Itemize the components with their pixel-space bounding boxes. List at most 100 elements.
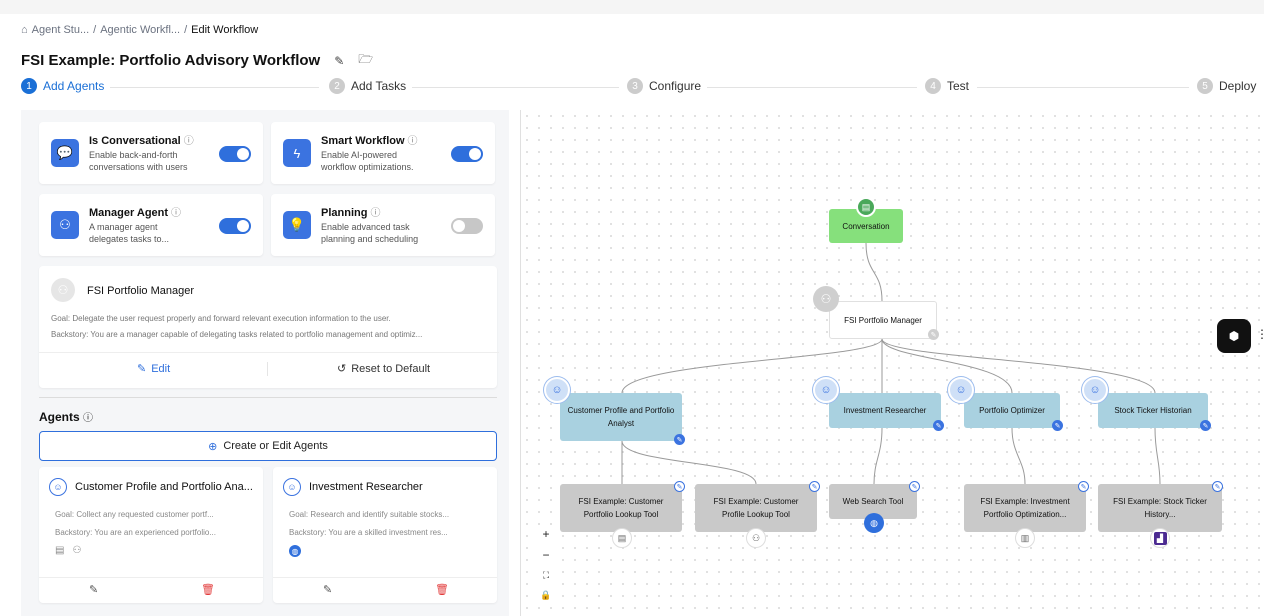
more-options-icon[interactable]: ⋮	[1256, 327, 1264, 341]
smart-workflow-toggle[interactable]	[451, 146, 483, 162]
info-icon[interactable]: ⓘ	[171, 208, 182, 219]
is-conversational-toggle[interactable]	[219, 146, 251, 162]
step-configure[interactable]: 3 Configure	[627, 78, 708, 94]
lightbulb-icon: 💡	[283, 211, 311, 239]
step-number: 2	[329, 78, 345, 94]
agent-tools: ◍	[289, 545, 301, 557]
agent-node-customer-profile[interactable]: Customer Profile and Portfolio Analyst	[560, 393, 682, 441]
agent-backstory: Backstory: You are a skilled investment …	[289, 528, 448, 537]
edit-title-icon[interactable]: ✎	[334, 53, 345, 68]
profile-lookup-tool-icon: ⚇	[746, 528, 766, 548]
manager-node[interactable]: FSI Portfolio Manager	[829, 301, 937, 339]
agent-backstory: Backstory: You are an experienced portfo…	[55, 528, 216, 537]
globe-icon: ◍	[864, 513, 884, 533]
feature-description: Enable AI-powered workflow optimizations…	[321, 150, 414, 172]
step-number: 1	[21, 78, 37, 94]
step-connector	[707, 87, 917, 88]
tool-node-customer-portfolio-lookup[interactable]: FSI Example: Customer Portfolio Lookup T…	[560, 484, 682, 532]
section-divider	[39, 397, 497, 398]
tool-node-portfolio-optimization[interactable]: FSI Example: Investment Portfolio Optimi…	[964, 484, 1086, 532]
edit-node-icon[interactable]: ✎	[909, 481, 920, 492]
assistant-fab-button[interactable]: ⬢	[1217, 319, 1251, 353]
folder-icon[interactable]: 🗁	[358, 52, 374, 66]
home-icon[interactable]: ⌂	[21, 24, 28, 36]
step-add-tasks[interactable]: 2 Add Tasks	[329, 78, 413, 94]
agent-node-portfolio-optimizer[interactable]: Portfolio Optimizer	[964, 393, 1060, 428]
edge-agent3-tool4	[1011, 427, 1026, 485]
create-or-edit-agents-button[interactable]: ⊕ Create or Edit Agents	[39, 431, 497, 461]
help-icon[interactable]: ⓘ	[83, 413, 94, 424]
card-divider	[39, 352, 499, 353]
manager-avatar-icon: ⚇	[51, 278, 75, 302]
page-title: FSI Example: Portfolio Advisory Workflow	[21, 52, 321, 69]
pencil-icon: ✎	[137, 363, 147, 375]
planning-toggle[interactable]	[451, 218, 483, 234]
edit-node-icon[interactable]: ✎	[674, 434, 685, 445]
step-number: 3	[627, 78, 643, 94]
lightning-icon: ϟ	[283, 139, 311, 167]
feature-title-text: Planning	[321, 207, 368, 219]
agent-node-investment-researcher[interactable]: Investment Researcher	[829, 393, 941, 428]
feature-title-text: Smart Workflow	[321, 135, 405, 147]
zoom-out-button[interactable]: −	[542, 547, 550, 562]
edit-node-icon[interactable]: ✎	[1052, 420, 1063, 431]
agent-goal: Goal: Collect any requested customer por…	[55, 510, 214, 519]
manager-goal: Goal: Delegate the user request properly…	[51, 314, 391, 323]
stock-chart-tool-icon: ▟	[1150, 528, 1170, 548]
breadcrumb-item-agentic-workflows[interactable]: Agentic Workfl...	[100, 24, 181, 36]
step-test[interactable]: 4 Test	[925, 78, 976, 94]
lock-icon[interactable]: 🔒	[540, 590, 552, 601]
delete-agent-icon[interactable]: 🗑	[435, 584, 449, 596]
agent-card-investment-researcher[interactable]: ☺ Investment Researcher Goal: Research a…	[273, 467, 497, 603]
breadcrumb-separator: /	[93, 24, 97, 36]
manager-icon: ⚇	[51, 211, 79, 239]
tool-node-customer-profile-lookup[interactable]: FSI Example: Customer Profile Lookup Too…	[695, 484, 817, 532]
breadcrumb: ⌂ Agent Stu... / Agentic Workfl... / Edi…	[21, 24, 258, 36]
edit-node-icon[interactable]: ✎	[809, 481, 820, 492]
edit-node-icon[interactable]: ✎	[1078, 481, 1089, 492]
agent-tools: ▤ ⚇	[55, 545, 81, 556]
reset-to-default-button[interactable]: ↺ Reset to Default	[337, 362, 430, 376]
info-icon[interactable]: ⓘ	[370, 208, 381, 219]
info-icon[interactable]: ⓘ	[183, 136, 194, 147]
breadcrumb-item-agent-studio[interactable]: Agent Stu...	[31, 24, 90, 36]
zoom-in-button[interactable]: +	[542, 527, 550, 542]
edge-conversation-manager	[865, 242, 883, 302]
chat-bubble-icon: 💬	[51, 139, 79, 167]
agents-section-title: Agents ⓘ	[39, 409, 93, 424]
chart-tool-icon: ▥	[1015, 528, 1035, 548]
step-deploy[interactable]: 5 Deploy	[1197, 78, 1263, 94]
agent-node-stock-ticker-historian[interactable]: Stock Ticker Historian	[1098, 393, 1208, 428]
edit-node-icon[interactable]: ✎	[1212, 481, 1223, 492]
feature-description: Enable back-and-forth conversations with…	[89, 150, 188, 172]
reset-icon: ↺	[337, 363, 347, 375]
edit-agent-icon[interactable]: ✎	[323, 584, 333, 596]
edit-node-icon[interactable]: ✎	[928, 329, 939, 340]
panel-divider	[520, 110, 521, 616]
edit-manager-button[interactable]: ✎ Edit	[137, 362, 170, 376]
tool-node-stock-ticker-history[interactable]: FSI Example: Stock Ticker History...	[1098, 484, 1222, 532]
fit-view-button[interactable]: ⛶	[542, 569, 550, 580]
edit-node-icon[interactable]: ✎	[1200, 420, 1211, 431]
edit-agent-icon[interactable]: ✎	[89, 584, 99, 596]
manager-agent-toggle[interactable]	[219, 218, 251, 234]
step-connector	[409, 87, 619, 88]
conversation-node-icon: ▤	[856, 197, 876, 217]
step-add-agents[interactable]: 1 Add Agents	[21, 78, 111, 94]
agent-card-customer-profile[interactable]: ☺ Customer Profile and Portfolio Ana... …	[39, 467, 263, 603]
edge-agent4-tool5	[1154, 427, 1161, 485]
agent-head-icon: ☺	[1082, 377, 1108, 403]
canvas-controls: + − ⛶ 🔒	[537, 525, 555, 605]
edit-node-icon[interactable]: ✎	[674, 481, 685, 492]
step-label: Configure	[649, 79, 702, 93]
edit-node-icon[interactable]: ✎	[933, 420, 944, 431]
delete-agent-icon[interactable]: 🗑	[201, 584, 215, 596]
step-connector	[977, 87, 1189, 88]
info-icon[interactable]: ⓘ	[407, 136, 418, 147]
breadcrumb-separator: /	[184, 24, 188, 36]
